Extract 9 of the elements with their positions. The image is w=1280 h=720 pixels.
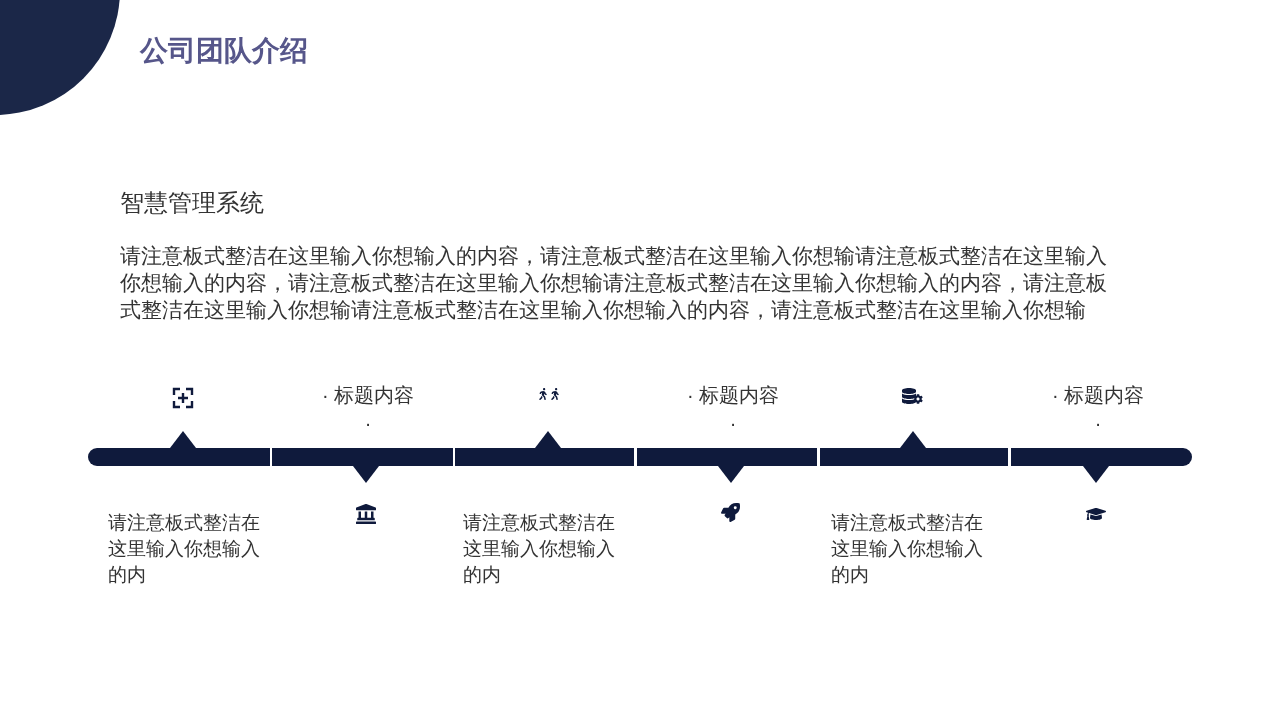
item-description: 请注意板式整洁在这里输入你想输入的内 <box>108 511 261 587</box>
slide-title: 公司团队介绍 <box>140 34 308 68</box>
item-description: 请注意板式整洁在这里输入你想输入的内 <box>831 511 984 587</box>
item-description: 请注意板式整洁在这里输入你想输入的内 <box>463 511 616 587</box>
paragraph: 请注意板式整洁在这里输入你想输入的内容，请注意板式整洁在这里输入你想输请注意板式整洁在这里输入你想输入的内容，请注意板式整洁在这里输入你想输请注意板式整洁在这里输入你想输入的内容，请注意板式整洁在这里输入你想输请注意板式整洁在这里输入你想输入的内容，请注意板式整洁在这里输入你想输 <box>120 243 1108 323</box>
item-heading: · 标题内容 · <box>685 383 781 436</box>
item-heading: · 标题内容 · <box>320 383 416 436</box>
section-heading: 智慧管理系统 <box>120 188 264 218</box>
item-heading: · 标题内容 · <box>1050 383 1146 436</box>
